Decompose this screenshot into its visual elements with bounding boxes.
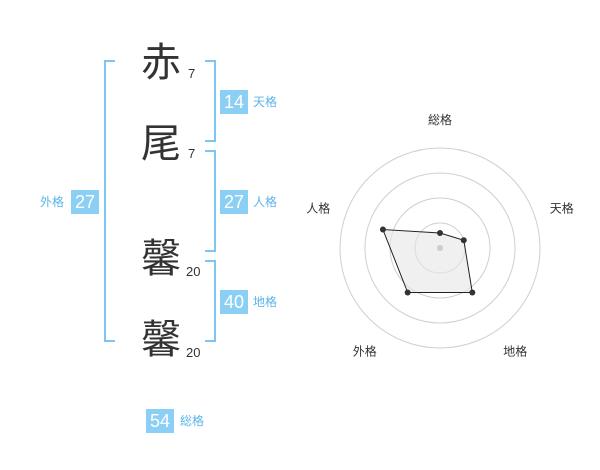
radar-center xyxy=(437,245,443,251)
gaikaku-bracket xyxy=(104,60,115,342)
radar-point xyxy=(404,289,411,296)
stroke-count-3: 20 xyxy=(186,264,201,279)
jinkaku-bracket xyxy=(205,150,216,252)
radar-ring xyxy=(364,172,516,324)
chikaku-label: 地格 xyxy=(253,295,278,309)
radar-point xyxy=(469,289,476,296)
radar-axis-label: 外格 xyxy=(353,344,377,359)
radar-point xyxy=(379,226,386,233)
name-char-3: 馨 xyxy=(141,236,181,282)
radar-axis-label: 人格 xyxy=(306,200,330,215)
tenkaku-bracket xyxy=(205,60,216,142)
jinkaku-label: 人格 xyxy=(253,195,278,209)
gaikaku-value: 27 xyxy=(71,190,99,214)
tenkaku-value: 14 xyxy=(220,90,248,114)
stroke-count-2: 7 xyxy=(188,146,196,161)
radar-axis-label: 地格 xyxy=(503,344,527,359)
chikaku-value: 40 xyxy=(220,290,248,314)
gaikaku-label: 外格 xyxy=(40,195,65,209)
stroke-count-4: 20 xyxy=(186,345,201,360)
radar-polygon xyxy=(382,228,473,293)
name-char-4: 馨 xyxy=(141,317,181,363)
radar-point xyxy=(437,230,443,236)
chikaku-bracket xyxy=(205,260,216,342)
radar-ring xyxy=(339,147,541,349)
radar-point xyxy=(460,237,467,244)
jinkaku-value: 27 xyxy=(220,190,248,214)
name-char-2: 尾 xyxy=(141,121,181,167)
radar-axis-label: 天格 xyxy=(550,200,574,215)
soukaku-value: 54 xyxy=(146,409,174,433)
tenkaku-label: 天格 xyxy=(253,95,278,109)
radar-axis-label: 総格 xyxy=(428,112,452,127)
soukaku-label: 総格 xyxy=(180,414,205,428)
stroke-count-1: 7 xyxy=(188,66,196,81)
name-char-1: 赤 xyxy=(141,40,181,86)
